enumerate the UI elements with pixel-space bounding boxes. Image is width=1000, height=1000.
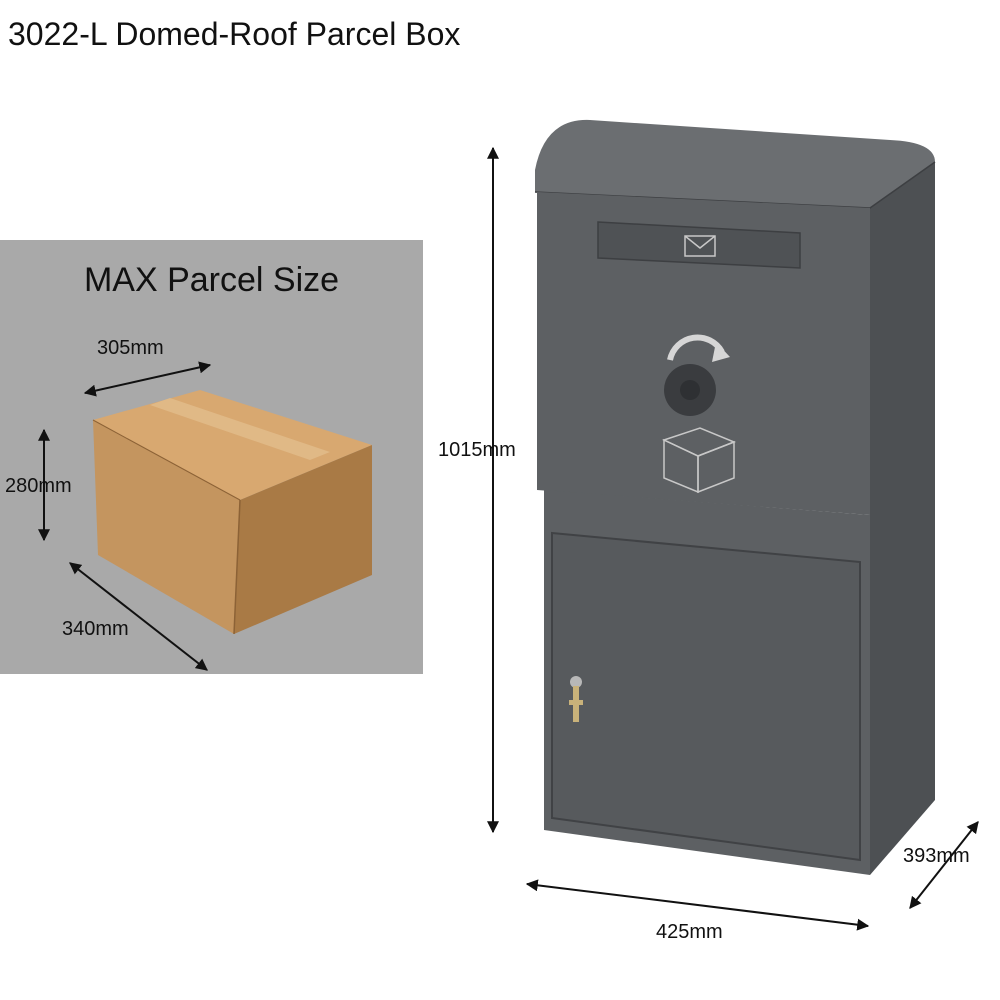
parcel-width-label: 305mm [97, 337, 164, 359]
page-title: 3022-L Domed-Roof Parcel Box [8, 16, 461, 52]
product-width-arrow [525, 879, 870, 931]
parcel-depth-arrow [69, 562, 208, 671]
key-lock-icon [569, 676, 583, 722]
cardboard-box-image [92, 390, 372, 635]
product-depth-label: 393mm [903, 845, 970, 867]
parcel-height-label: 280mm [5, 475, 72, 497]
max-parcel-heading: MAX Parcel Size [83, 261, 340, 299]
parcel-width-arrow [83, 361, 212, 397]
product-height-label: 1015mm [438, 439, 516, 461]
product-width-label: 425mm [656, 921, 723, 943]
parcel-depth-label: 340mm [62, 618, 129, 640]
package-icon [661, 427, 737, 494]
envelope-icon [684, 235, 716, 257]
product-depth-arrow [909, 821, 979, 909]
parcel-box-image [534, 119, 936, 875]
rotate-knob-icon [664, 334, 730, 416]
